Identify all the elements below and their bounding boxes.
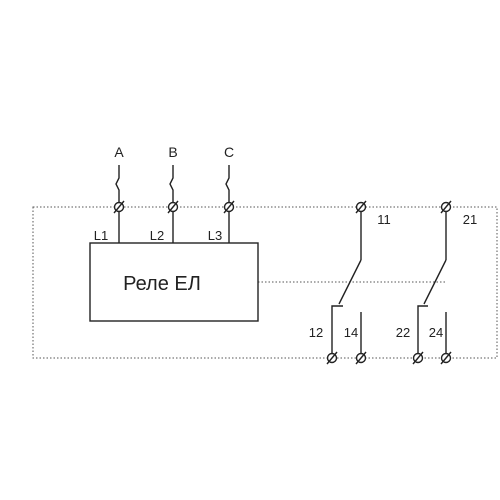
terminal-11-icon [355, 200, 367, 214]
phase-input-b: B L2 [150, 144, 179, 243]
terminal-12-icon [326, 351, 338, 365]
terminal-label-12: 12 [309, 325, 323, 340]
terminal-label-21: 21 [463, 212, 477, 227]
terminal-label-l2: L2 [150, 228, 164, 243]
terminal-l3-icon [223, 200, 235, 214]
contact-group-2: 21 22 24 [396, 200, 477, 365]
phase-label-c: C [224, 144, 234, 160]
phase-label-b: B [168, 144, 177, 160]
switch-blade-2 [423, 259, 447, 305]
terminal-label-l3: L3 [208, 228, 222, 243]
terminal-22-icon [412, 351, 424, 365]
terminal-label-l1: L1 [94, 228, 108, 243]
nc-wire-12 [331, 305, 343, 353]
terminal-14-icon [355, 351, 367, 365]
terminal-label-22: 22 [396, 325, 410, 340]
contact-group-1: 11 12 14 [309, 200, 391, 365]
terminal-label-14: 14 [344, 325, 358, 340]
nc-wire-22 [417, 305, 428, 353]
terminal-24-icon [440, 351, 452, 365]
phase-label-a: A [114, 144, 124, 160]
terminal-l1-icon [113, 200, 125, 214]
relay-block [89, 242, 259, 322]
switch-blade-1 [338, 259, 362, 305]
terminal-21-icon [440, 200, 452, 214]
terminal-label-11: 11 [377, 212, 391, 227]
terminal-l2-icon [167, 200, 179, 214]
relay-title: Реле ЕЛ [123, 273, 201, 295]
phase-input-c: C L3 [208, 144, 235, 243]
phase-input-a: A L1 [94, 144, 125, 243]
device-enclosure [32, 206, 498, 359]
terminal-label-24: 24 [429, 325, 443, 340]
